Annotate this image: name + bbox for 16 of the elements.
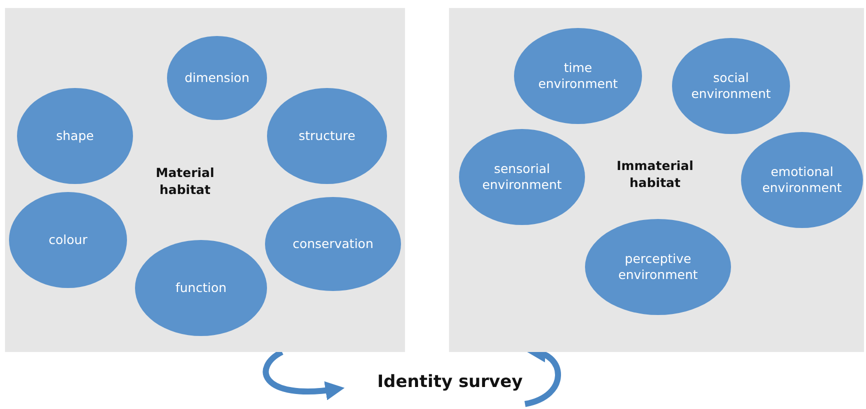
habitat-panel: [5, 8, 405, 352]
topic-ellipse: structure: [267, 88, 387, 184]
topic-ellipse: sensorial environment: [459, 129, 585, 225]
habitat-panel: [449, 8, 864, 352]
topic-ellipse: perceptive environment: [585, 219, 731, 315]
topic-ellipse: dimension: [167, 36, 267, 120]
panel-heading: Immaterial habitat: [616, 158, 694, 192]
topic-ellipse: time environment: [514, 28, 642, 124]
topic-ellipse: function: [135, 240, 267, 336]
topic-ellipse: colour: [9, 192, 127, 288]
topic-ellipse: social environment: [672, 38, 790, 134]
topic-ellipse: shape: [17, 88, 133, 184]
survey-label: Identity survey: [357, 372, 543, 398]
topic-ellipse: emotional environment: [741, 132, 863, 228]
topic-ellipse: conservation: [265, 197, 401, 291]
panel-heading: Material habitat: [154, 165, 216, 199]
